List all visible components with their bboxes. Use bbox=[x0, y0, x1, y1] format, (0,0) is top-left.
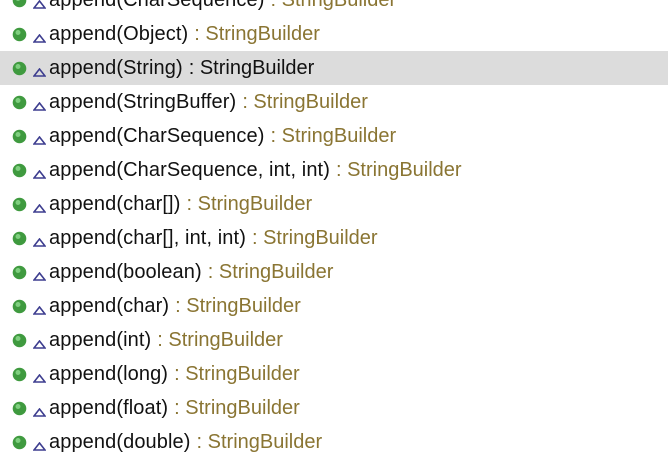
method-row[interactable]: append(char) : StringBuilder bbox=[0, 289, 668, 323]
method-return-type: : StringBuilder bbox=[207, 260, 334, 283]
method-signature: append(Object) bbox=[49, 22, 189, 45]
method-signature: append(CharSequence) bbox=[49, 0, 265, 12]
default-overlay-icon bbox=[33, 340, 46, 349]
method-return-type: : StringBuilder bbox=[194, 22, 320, 45]
default-overlay-icon bbox=[33, 272, 46, 281]
default-overlay-icon bbox=[33, 306, 46, 315]
default-overlay-icon bbox=[33, 102, 46, 111]
method-signature: append(char) bbox=[49, 294, 170, 317]
public-method-icon bbox=[12, 61, 27, 75]
method-signature: append(StringBuffer) bbox=[49, 90, 237, 113]
method-signature: append(CharSequence, int, int) bbox=[49, 158, 330, 181]
default-overlay-icon bbox=[33, 374, 46, 383]
method-signature: append(long) bbox=[49, 362, 169, 385]
public-method-icon bbox=[12, 0, 27, 7]
method-return-type: : StringBuilder bbox=[270, 124, 397, 147]
default-overlay-icon bbox=[33, 442, 46, 451]
public-method-icon bbox=[12, 299, 27, 313]
public-method-icon bbox=[12, 435, 27, 449]
method-row[interactable]: append(CharSequence) : StringBuilder bbox=[0, 119, 668, 153]
method-return-type: : StringBuilder bbox=[251, 226, 378, 249]
public-method-icon bbox=[12, 129, 27, 143]
public-method-icon bbox=[12, 163, 27, 177]
method-row[interactable]: append(Object) : StringBuilder bbox=[0, 17, 668, 51]
method-row[interactable]: append(char[], int, int) : StringBuilder bbox=[0, 221, 668, 255]
method-return-type: : StringBuilder bbox=[175, 294, 301, 317]
public-method-icon bbox=[12, 265, 27, 279]
public-method-icon bbox=[12, 401, 27, 415]
method-row[interactable]: append(boolean) : StringBuilder bbox=[0, 255, 668, 289]
method-signature: append(char[], int, int) bbox=[49, 226, 246, 249]
method-row[interactable]: append(CharSequence, int, int) : StringB… bbox=[0, 153, 668, 187]
public-method-icon bbox=[12, 231, 27, 245]
default-overlay-icon bbox=[33, 34, 46, 43]
method-return-type: : StringBuilder bbox=[186, 192, 313, 215]
method-return-type: : StringBuilder bbox=[174, 362, 300, 385]
method-row[interactable]: append(CharSequence) : StringBuilder bbox=[0, 0, 668, 17]
method-signature: append(char[]) bbox=[49, 192, 181, 215]
public-method-icon bbox=[12, 95, 27, 109]
default-overlay-icon bbox=[33, 170, 46, 179]
method-return-type: : StringBuilder bbox=[335, 158, 462, 181]
method-signature: append(CharSequence) bbox=[49, 124, 265, 147]
method-return-type: : StringBuilder bbox=[188, 56, 315, 79]
default-overlay-icon bbox=[33, 68, 46, 77]
method-row[interactable]: append(long) : StringBuilder bbox=[0, 357, 668, 391]
method-return-type: : StringBuilder bbox=[174, 396, 300, 419]
method-signature: append(String) bbox=[49, 56, 183, 79]
method-row[interactable]: append(int) : StringBuilder bbox=[0, 323, 668, 357]
method-signature: append(boolean) bbox=[49, 260, 202, 283]
method-return-type: : StringBuilder bbox=[157, 328, 283, 351]
public-method-icon bbox=[12, 333, 27, 347]
default-overlay-icon bbox=[33, 204, 46, 213]
method-row-selected[interactable]: append(String) : StringBuilder bbox=[0, 51, 668, 85]
method-signature: append(double) bbox=[49, 430, 191, 453]
method-return-type: : StringBuilder bbox=[242, 90, 368, 113]
public-method-icon bbox=[12, 27, 27, 41]
method-row[interactable]: append(double) : StringBuilder bbox=[0, 425, 668, 459]
default-overlay-icon bbox=[33, 0, 46, 9]
method-row[interactable]: append(char[]) : StringBuilder bbox=[0, 187, 668, 221]
method-row[interactable]: append(float) : StringBuilder bbox=[0, 391, 668, 425]
public-method-icon bbox=[12, 367, 27, 381]
method-return-type: : StringBuilder bbox=[196, 430, 323, 453]
default-overlay-icon bbox=[33, 136, 46, 145]
method-signature: append(int) bbox=[49, 328, 152, 351]
method-row[interactable]: append(StringBuffer) : StringBuilder bbox=[0, 85, 668, 119]
public-method-icon bbox=[12, 197, 27, 211]
method-signature: append(float) bbox=[49, 396, 169, 419]
default-overlay-icon bbox=[33, 238, 46, 247]
method-return-type: : StringBuilder bbox=[271, 0, 397, 12]
default-overlay-icon bbox=[33, 408, 46, 417]
